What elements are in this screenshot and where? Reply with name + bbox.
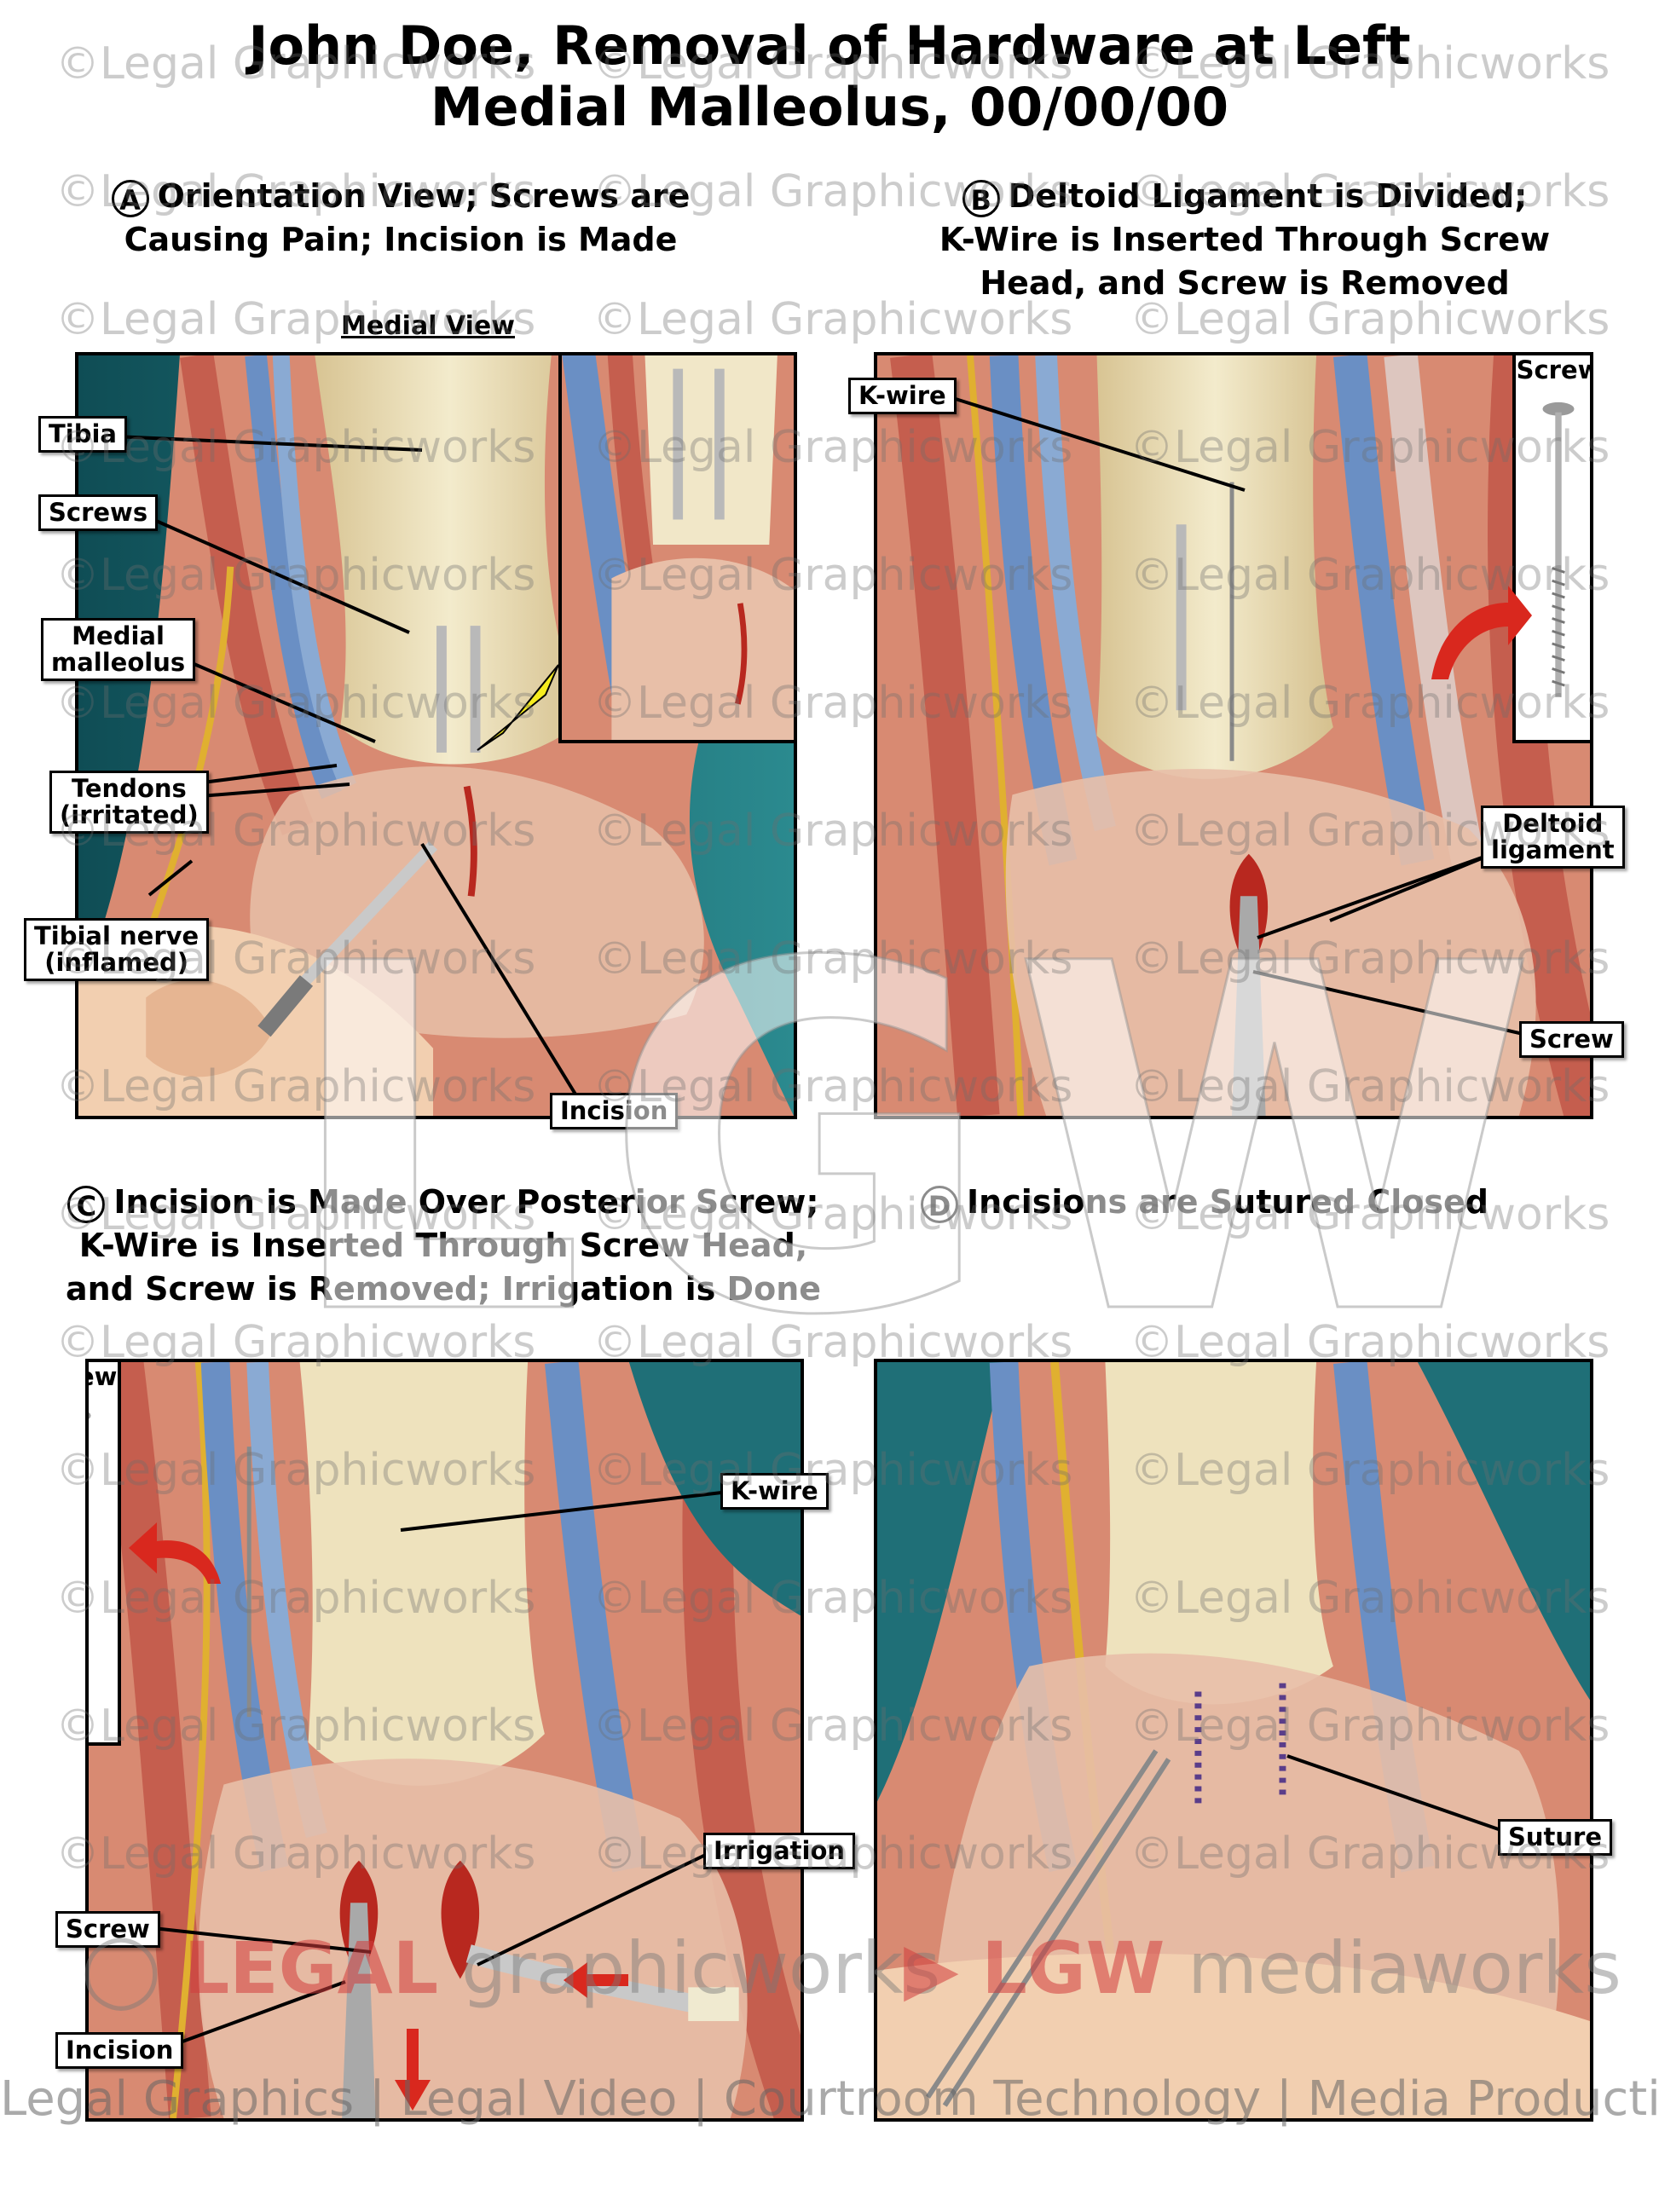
label-tibia: Tibia [38, 416, 127, 453]
panel-letter-a: A [111, 179, 149, 217]
label-medial-malleolus-line-2: malleolus [51, 648, 186, 677]
panel-a-closeup-inset [558, 355, 794, 743]
page-title: John Doe, Removal of Hardware at Left Me… [0, 15, 1659, 138]
label-tendons: Tendons (irritated) [49, 771, 209, 834]
removal-arrow-c [129, 1522, 221, 1584]
caption-b-line-1: Deltoid Ligament is Divided; [1008, 177, 1528, 215]
brand-left-word-2: graphicworks [460, 1926, 941, 2010]
label-screw-c: Screw [55, 1911, 160, 1948]
panel-letter-c: C [67, 1185, 106, 1223]
label-deltoid-ligament: Deltoid ligament [1481, 806, 1625, 869]
caption-d-line-1: Incisions are Sutured Closed [967, 1183, 1488, 1221]
screw-b-art [1542, 401, 1575, 697]
label-incision-a: Incision [550, 1093, 679, 1129]
label-tendons-line-1: Tendons [71, 774, 187, 803]
caption-b-line-3: Head, and Screw is Removed [980, 264, 1510, 302]
panel-c-screw-inset: Screw [89, 1362, 121, 1746]
irrigation-arrow [564, 1962, 628, 1998]
panel-b-illustration: Screw [874, 352, 1593, 1119]
brand-left-word-1: LEGAL [183, 1926, 439, 2010]
title-line-1: John Doe, Removal of Hardware at Left [248, 14, 1411, 77]
panel-a-illustration [75, 352, 797, 1119]
label-tendons-line-2: (irritated) [60, 800, 199, 829]
label-medial-malleolus: Medial malleolus [41, 618, 196, 681]
title-line-2: Medial Malleolus, 00/00/00 [430, 76, 1229, 138]
label-screw-b: Screw [1519, 1021, 1624, 1058]
caption-a-line-1: Orientation View; Screws are [157, 177, 691, 215]
label-irrigation: Irrigation [703, 1833, 856, 1869]
label-tibial-nerve-line-1: Tibial nerve [34, 921, 199, 950]
panel-a-inset-art [562, 355, 794, 740]
removal-arrow-b [1431, 586, 1532, 679]
brand-tagline: Legal Graphics | Legal Video | Courtroom… [0, 2071, 1659, 2127]
screw-c-art [89, 1412, 91, 1419]
brand-lgw-mediaworks: ▶ LGW mediaworks [904, 1926, 1621, 2010]
label-deltoid-line-1: Deltoid [1502, 809, 1604, 838]
screw-inset-title-b: Screw [1516, 355, 1593, 384]
label-suture: Suture [1498, 1819, 1613, 1856]
brand-right-play-icon: ▶ [904, 1926, 959, 2010]
label-incision-c: Incision [55, 2032, 184, 2069]
downward-arrow [395, 2029, 431, 2111]
screw-inset-title-c: Screw [89, 1362, 118, 1391]
brand-right-word-2: mediaworks [1188, 1926, 1621, 2010]
label-deltoid-line-2: ligament [1491, 835, 1615, 864]
label-medial-malleolus-line-1: Medial [72, 621, 165, 650]
panel-letter-d: D [921, 1185, 958, 1223]
label-k-wire-c: K-wire [720, 1473, 829, 1510]
caption-b-line-2: K-Wire is Inserted Through Screw [939, 221, 1551, 258]
label-tibial-nerve-line-2: (inflamed) [44, 948, 189, 977]
caption-c-line-2: K-Wire is Inserted Through Screw Head, [78, 1227, 808, 1264]
subhead-medial-view: Medial View [341, 311, 515, 341]
caption-a-line-2: Causing Pain; Incision is Made [124, 221, 678, 258]
panel-b-art [877, 355, 1590, 1116]
caption-c-line-1: Incision is Made Over Posterior Screw; [113, 1183, 819, 1221]
panel-b-screw-inset: Screw [1512, 355, 1593, 743]
brand-left-ring-icon: ◯ [81, 1926, 184, 2010]
panel-letter-b: B [962, 179, 1000, 217]
label-screws: Screws [38, 494, 159, 531]
caption-c-line-3: and Screw is Removed; Irrigation is Done [65, 1270, 822, 1308]
brand-right-word-1: LGW [981, 1926, 1165, 2010]
label-k-wire-b: K-wire [848, 378, 957, 414]
label-tibial-nerve: Tibial nerve (inflamed) [24, 918, 210, 981]
brand-legal-graphicworks: ◯ LEGAL graphicworks [81, 1926, 940, 2010]
